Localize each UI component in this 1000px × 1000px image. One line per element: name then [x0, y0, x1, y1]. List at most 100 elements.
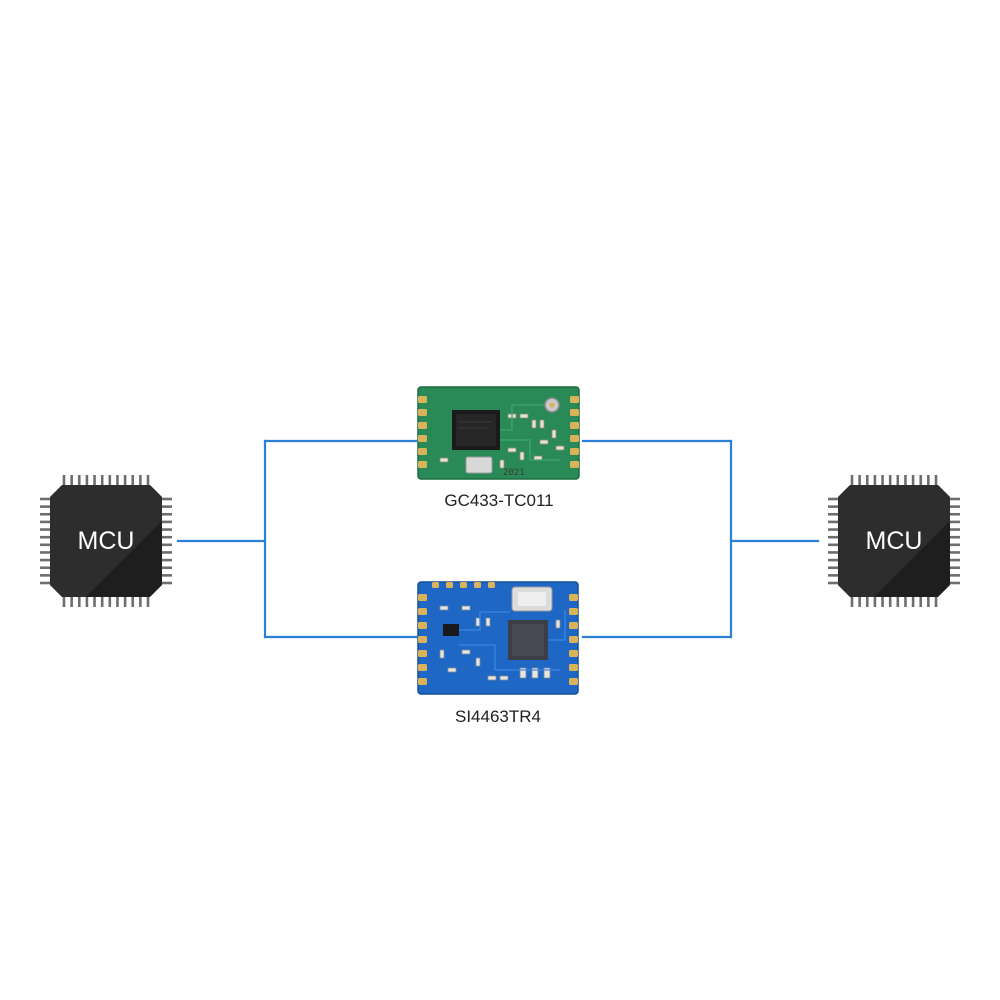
mcu-pin — [162, 543, 172, 547]
smd-component — [461, 649, 471, 655]
mcu-pin — [77, 475, 81, 485]
smd-component — [439, 605, 449, 611]
mcu-pin — [888, 475, 892, 485]
mcu-pin — [77, 597, 81, 607]
castellated-pad — [570, 448, 579, 455]
mcu-chip-icon — [40, 475, 172, 607]
mcu-pin — [40, 574, 50, 577]
mcu-pin — [881, 475, 884, 485]
mcu-pin — [85, 475, 89, 485]
mcu-pin — [873, 475, 877, 485]
mcu-pin — [85, 597, 89, 607]
castellated-pad — [418, 664, 427, 671]
mcu-pin — [911, 597, 915, 607]
mcu-pin — [828, 574, 838, 577]
smd-component — [475, 657, 481, 667]
castellated-pad — [569, 664, 578, 671]
mcu-pin — [40, 535, 50, 539]
module-bottom-label: SI4463TR4 — [455, 707, 541, 726]
passive-components — [439, 605, 561, 681]
castellated-pad — [569, 678, 578, 685]
mcu-pin — [950, 535, 960, 539]
mcu-pin — [934, 475, 938, 485]
mcu-pin — [162, 581, 172, 585]
mcu-pin — [828, 520, 838, 524]
mcu-pin — [146, 475, 150, 485]
mcu-pin — [162, 497, 172, 501]
castellated-pad — [570, 409, 579, 416]
castellated-pad — [418, 678, 427, 685]
castellated-pads-left — [418, 396, 427, 468]
mcu-pin — [40, 543, 50, 547]
castellated-pad — [569, 608, 578, 615]
castellated-pad — [569, 594, 578, 601]
mcu-pin — [100, 475, 104, 485]
castellated-pad — [460, 582, 467, 588]
castellated-pad — [418, 409, 427, 416]
smd-component — [539, 419, 545, 429]
mcu-pin — [828, 512, 838, 516]
mcu-pin — [40, 505, 50, 508]
rf-module-bottom: SI4463TR4 — [417, 581, 579, 726]
mcu-pin — [139, 597, 142, 607]
smd-component — [485, 617, 491, 627]
smd-component — [539, 439, 549, 445]
blue-pcb-board — [418, 582, 578, 694]
mcu-pin — [919, 475, 923, 485]
mcu-pin — [162, 574, 172, 577]
castellated-pads-top — [432, 582, 495, 588]
mcu-pin — [858, 597, 861, 607]
mcu-pin — [40, 528, 50, 531]
castellated-pad — [488, 582, 495, 588]
mcu-pin — [828, 528, 838, 531]
mcu-pin — [850, 475, 854, 485]
mcu-left-label: MCU — [78, 527, 135, 555]
mcu-chip-left: MCU — [40, 475, 172, 607]
castellated-pad — [418, 422, 427, 429]
blue-rf-module-icon — [417, 581, 579, 695]
castellated-pad — [474, 582, 481, 588]
smd-component — [439, 649, 445, 659]
mcu-pin — [146, 597, 150, 607]
mcu-pin — [139, 475, 142, 485]
mcu-pin — [70, 597, 73, 607]
mcu-pin — [123, 597, 127, 607]
smd-component — [555, 619, 561, 629]
mcu-pin — [904, 475, 907, 485]
castellated-pad — [570, 422, 579, 429]
castellated-pad — [432, 582, 439, 588]
mcu-pin — [108, 597, 112, 607]
mcu-pin — [873, 597, 877, 607]
mcu-pin — [100, 597, 104, 607]
mcu-chip-right: MCU — [828, 475, 960, 607]
castellated-pad — [569, 622, 578, 629]
castellated-pad — [418, 396, 427, 403]
mcu-pin — [162, 558, 172, 562]
mcu-pin — [919, 597, 923, 607]
mcu-chip-shine — [50, 485, 162, 597]
mcu-pin — [40, 581, 50, 585]
mcu-pin — [116, 475, 119, 485]
smd-component — [439, 457, 449, 463]
mcu-pin — [904, 597, 907, 607]
green-rf-module-icon: 2021 — [417, 386, 580, 480]
mcu-pin — [108, 475, 112, 485]
mcu-pin — [865, 475, 869, 485]
mcu-pin — [70, 475, 73, 485]
castellated-pad — [418, 435, 427, 442]
mcu-pin — [950, 558, 960, 562]
castellated-pad — [570, 461, 579, 468]
smd-component — [551, 429, 557, 439]
castellated-pad — [570, 396, 579, 403]
mcu-pin — [40, 497, 50, 501]
mcu-pin — [950, 505, 960, 508]
smd-component — [519, 667, 527, 679]
crystal-oscillator — [465, 456, 493, 474]
mcu-pin — [162, 505, 172, 508]
mcu-pin — [865, 597, 869, 607]
castellated-pads-left — [418, 594, 427, 685]
mcu-pin — [62, 475, 66, 485]
mcu-pin — [828, 535, 838, 539]
mcu-pin — [62, 597, 66, 607]
